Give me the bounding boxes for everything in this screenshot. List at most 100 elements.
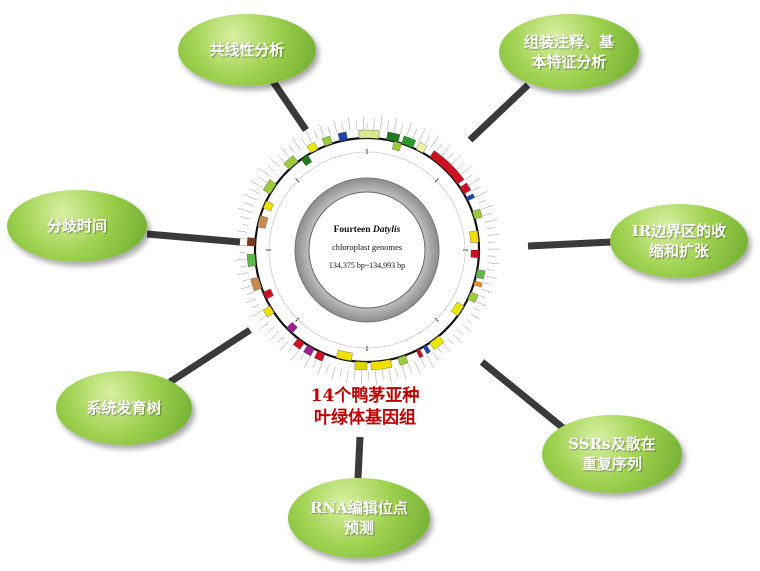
- gene-label-tick: [242, 279, 250, 282]
- gene-block-outer: [314, 350, 326, 362]
- gene-label-tick: [393, 117, 398, 133]
- node-ir-boundary[interactable]: IR边界区的收 缩和扩张: [610, 204, 748, 278]
- gene-label-tick: [339, 368, 343, 378]
- gene-label-tick: [333, 119, 338, 133]
- gene-block-outer: [354, 361, 368, 371]
- gene-label-tick: [483, 213, 492, 217]
- gene-block-inner: [262, 200, 274, 212]
- gene-label-tick: [443, 343, 451, 353]
- gene-block-outer: [246, 237, 256, 247]
- gene-block-outer: [401, 135, 417, 148]
- gene-label-tick: [236, 272, 249, 276]
- gene-label-tick: [277, 154, 285, 162]
- node-rna-editing[interactable]: RNA编辑位点 预测: [288, 478, 430, 558]
- gene-label-tick: [341, 122, 344, 132]
- gene-label-tick: [447, 152, 454, 160]
- node-label: 分歧时间: [46, 217, 107, 235]
- gene-block-outer: [358, 129, 380, 139]
- gene-block-inner: [300, 154, 313, 167]
- gene-label-tick: [346, 369, 349, 384]
- gene-block-outer: [472, 208, 483, 220]
- gene-label-tick: [242, 224, 249, 226]
- gene-block-outer: [303, 344, 315, 357]
- gene-block-inner: [262, 288, 274, 300]
- gene-label-tick: [420, 358, 426, 368]
- gene-label-tick: [425, 135, 431, 145]
- gene-label-tick: [381, 370, 384, 380]
- gene-label-tick: [448, 339, 453, 345]
- gene-label-tick: [395, 367, 398, 378]
- gene-block-outer: [250, 276, 262, 292]
- gene-label-tick: [287, 345, 294, 353]
- gene-label-tick: [250, 188, 260, 195]
- gene-label-tick: [430, 135, 439, 148]
- node-divergence-time[interactable]: 分歧时间: [7, 190, 147, 262]
- gene-label-tick: [312, 359, 317, 368]
- genome-size-range: 134,375 bp~134,993 bp: [329, 261, 405, 270]
- gene-label-tick: [480, 204, 494, 210]
- node-ssr-repeats[interactable]: SSRs及散在 重复序列: [542, 415, 682, 493]
- connector-ssr: [479, 359, 571, 435]
- gene-label-tick: [288, 145, 295, 154]
- gene-block-outer: [292, 338, 305, 350]
- gene-blocks: [246, 129, 486, 371]
- gene-label-tick: [419, 127, 426, 141]
- gene-block-inner: [469, 230, 479, 243]
- gene-label-tick: [291, 349, 299, 361]
- connector-collinearity: [269, 78, 309, 132]
- gene-label-tick: [475, 191, 488, 198]
- ring-tick: [434, 178, 439, 183]
- gene-label-tick: [414, 361, 421, 375]
- gene-label-tick: [240, 238, 247, 240]
- gene-label-tick: [268, 332, 279, 341]
- gene-block-outer: [262, 305, 275, 318]
- node-label: 共线性分析: [209, 41, 285, 59]
- gene-label-tick: [486, 227, 495, 230]
- connector-ir-boundary: [527, 238, 613, 250]
- gene-label-tick: [331, 366, 336, 380]
- gene-block-outer: [246, 253, 257, 267]
- gene-label-tick: [235, 259, 247, 261]
- gene-block-outer: [337, 131, 348, 142]
- gene-label-tick: [373, 118, 375, 130]
- node-collinearity-analysis[interactable]: 共线性分析: [178, 14, 316, 86]
- gene-block-outer: [473, 280, 483, 288]
- node-label-line2: 预测: [343, 519, 374, 537]
- gene-label-tick: [268, 156, 280, 167]
- gene-label-tick: [244, 202, 255, 207]
- gene-block-outer: [429, 150, 465, 185]
- gene-label-tick: [388, 368, 392, 384]
- gene-label-tick: [436, 143, 443, 152]
- gene-label-tick: [299, 353, 305, 361]
- gene-label-tick: [469, 313, 480, 320]
- gene-label-tick: [237, 207, 252, 213]
- gene-label-tick: [348, 117, 351, 131]
- gene-label-tick: [300, 137, 306, 146]
- node-label-line1: IR边界区的收: [631, 222, 727, 240]
- gene-label-halo: [235, 115, 501, 385]
- gene-label-tick: [236, 230, 248, 233]
- connector-phylogeny: [168, 327, 252, 385]
- gene-label-tick: [483, 282, 491, 285]
- center-genome-label: 14个鸭茅亚种 叶绿体基因组: [290, 385, 440, 429]
- gene-block-inner: [335, 349, 353, 362]
- gene-label-tick: [426, 355, 435, 369]
- connector-rna-editing: [354, 436, 364, 479]
- gene-label-tick: [303, 356, 311, 369]
- gene-label-tick: [462, 324, 472, 332]
- gene-block-outer: [422, 344, 431, 355]
- gene-label-tick: [259, 321, 270, 330]
- connector-assembly: [467, 82, 531, 143]
- gene-label-tick: [279, 341, 289, 352]
- node-phylogenetic-tree[interactable]: 系统发育树: [56, 371, 192, 445]
- gene-label-tick: [461, 165, 472, 175]
- gene-block-outer: [283, 155, 299, 170]
- gene-label-tick: [327, 126, 331, 135]
- node-assembly-annotation[interactable]: 组装注释、基 本特征分析: [499, 14, 639, 90]
- gene-label-tick: [456, 162, 464, 170]
- node-label-line1: SSRs及散在: [568, 435, 656, 453]
- gene-label-tick: [380, 115, 383, 130]
- gene-label-tick: [243, 193, 257, 201]
